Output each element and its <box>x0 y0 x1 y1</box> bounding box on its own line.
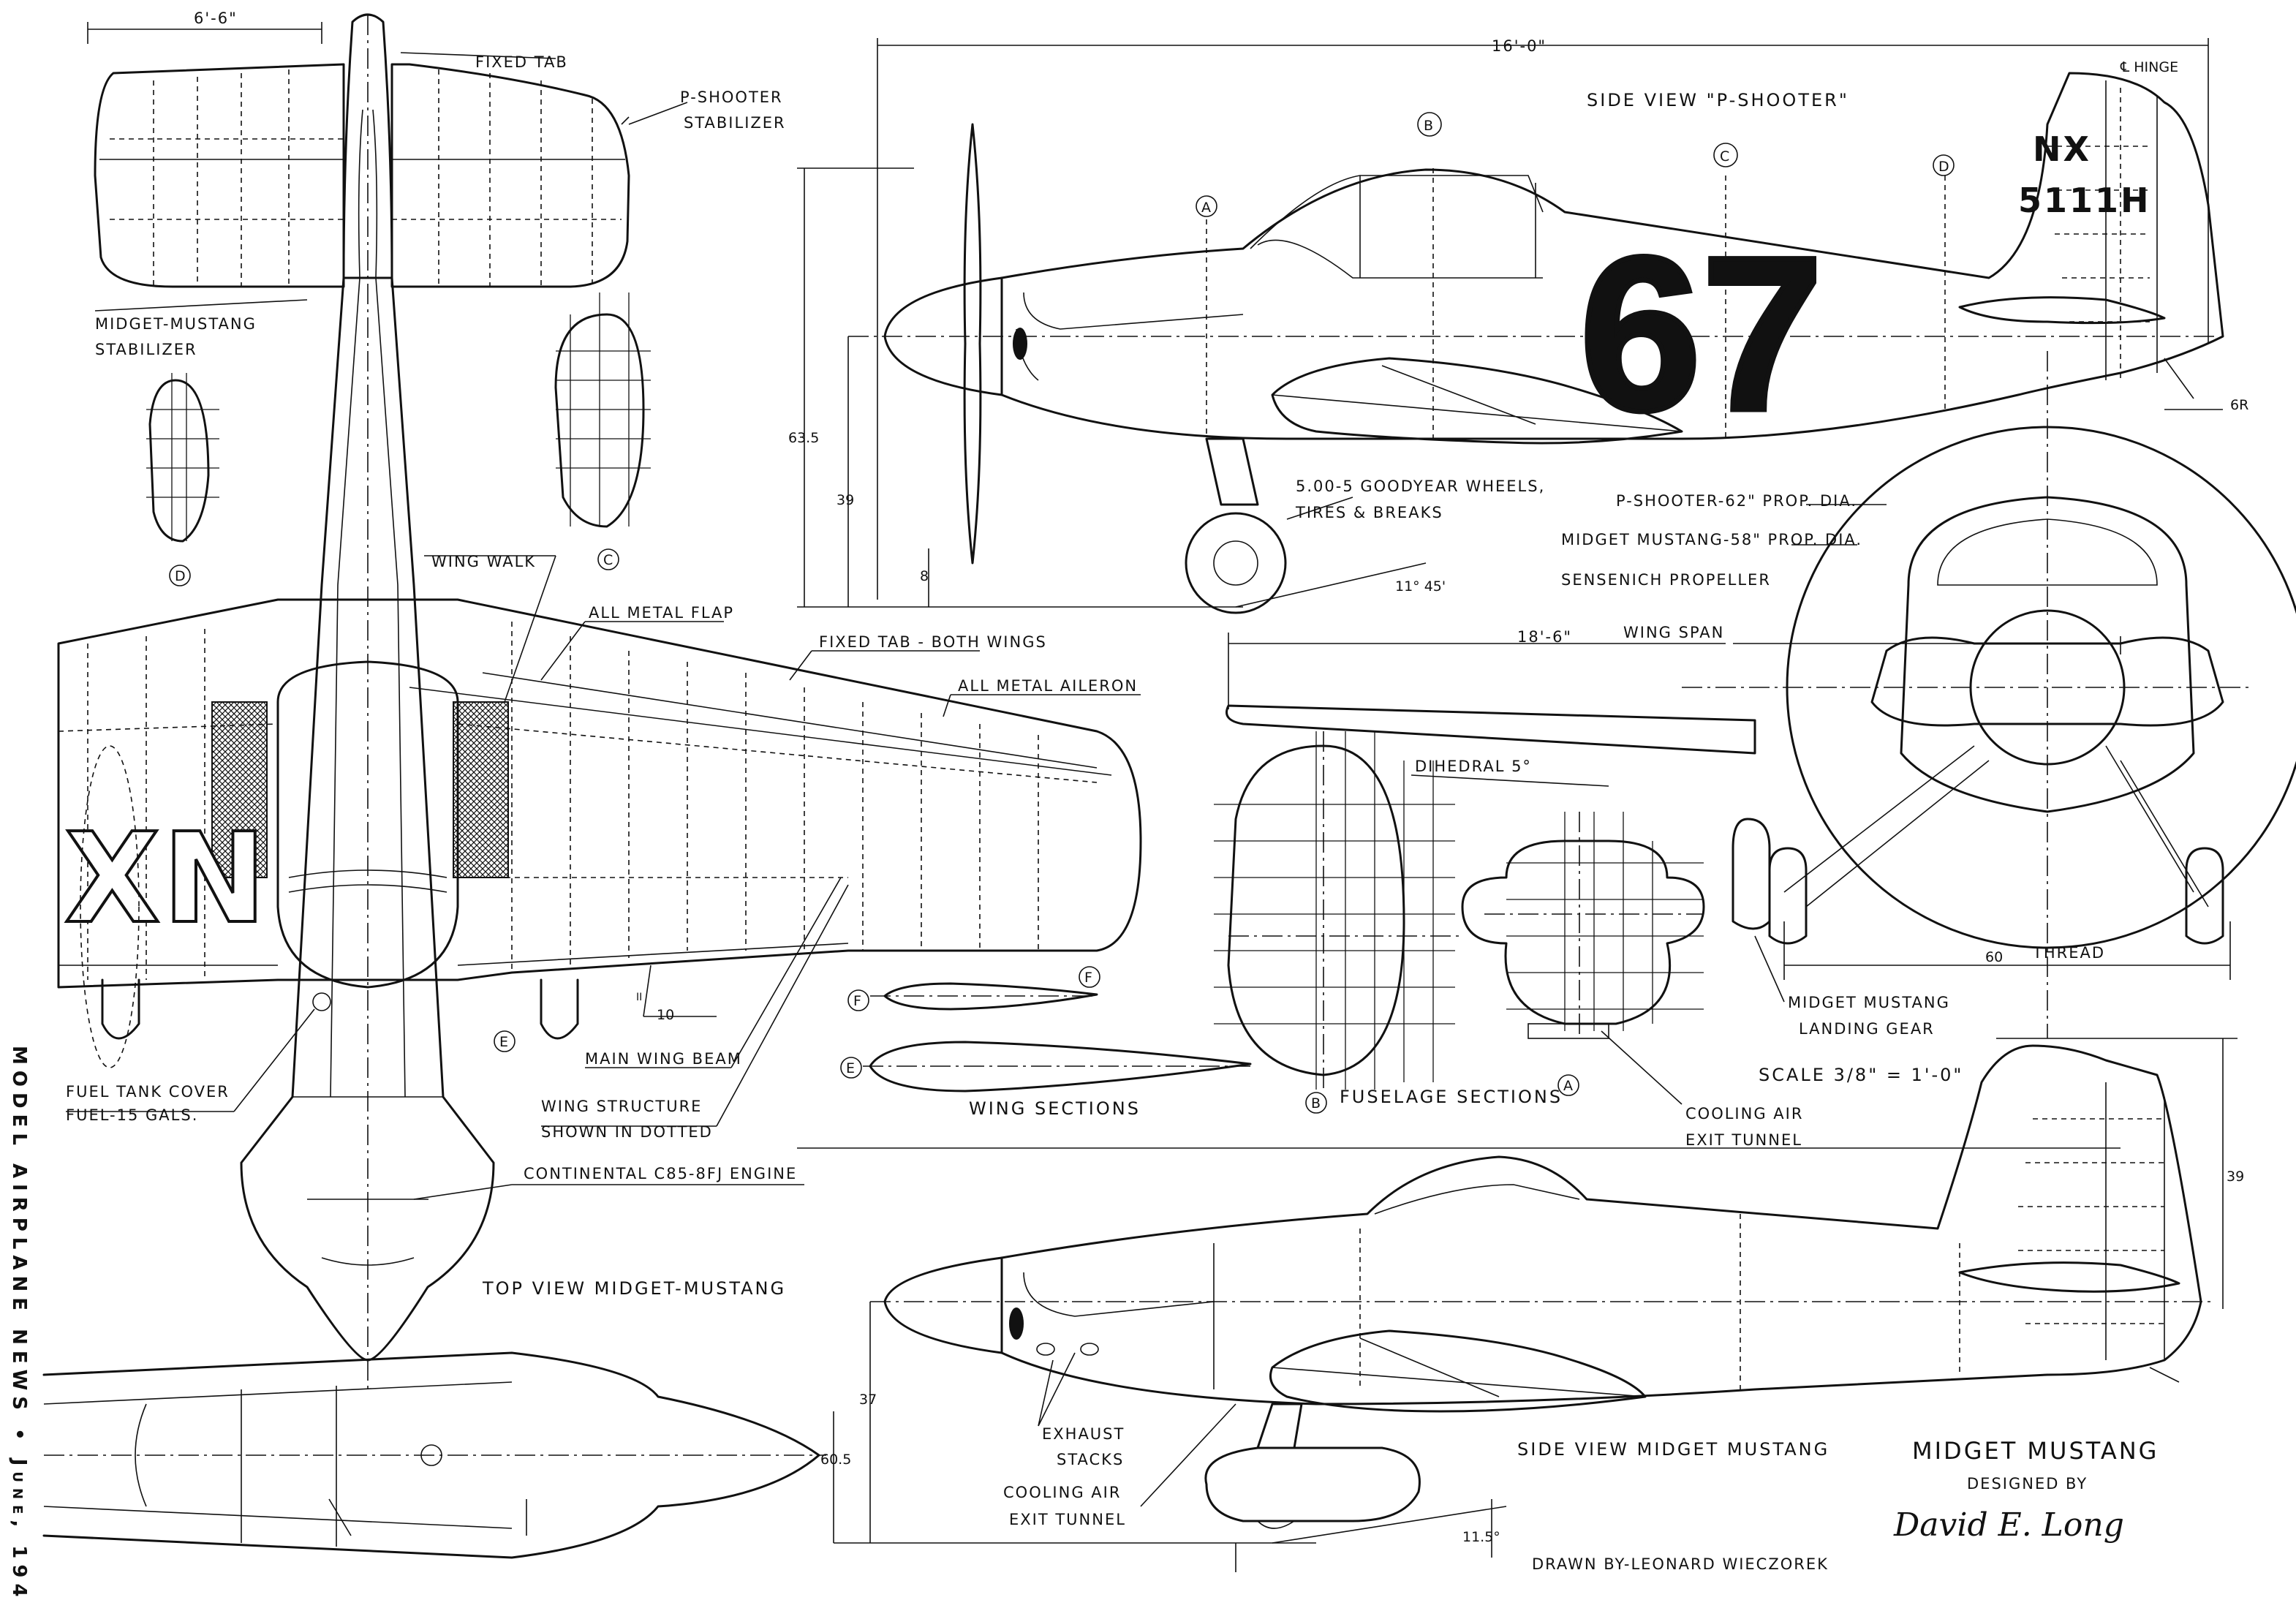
fuel-tank-label-1: FUEL TANK COVER <box>66 1083 230 1101</box>
scale-label: SCALE 3/8" = 1'-0" <box>1759 1065 1963 1085</box>
dihedral-label: DIHEDRAL 5° <box>1415 758 1532 775</box>
side-midget-title: SIDE VIEW MIDGET MUSTANG <box>1517 1439 1829 1460</box>
wing-span-label: WING SPAN <box>1623 624 1724 641</box>
margin-credit: MODEL AIRPLANE NEWS • June, 1949 <box>8 1046 30 1600</box>
p-axis-dim: 39 <box>837 492 854 508</box>
main-wing-beam-label: MAIN WING BEAM <box>585 1050 742 1068</box>
prop-midget: MIDGET MUSTANG-58" PROP. DIA. <box>1561 531 1862 548</box>
registration-nx: NX <box>2033 129 2091 169</box>
all-metal-aileron-label: ALL METAL AILERON <box>958 677 1138 695</box>
p-height-dim: 63.5 <box>788 430 819 446</box>
m-height-dim: 37 <box>859 1392 877 1408</box>
top-view: XN <box>42 13 1142 1559</box>
station-d-section: D <box>175 568 186 584</box>
fixed-tab-both-label: FIXED TAB - BOTH WINGS <box>819 633 1047 651</box>
labels: 6'-6" FIXED TAB P-SHOOTER STABILIZER MID… <box>8 10 2248 1600</box>
wing-span-dim: 18'-6" <box>1517 628 1572 646</box>
section-cooling-2: EXIT TUNNEL <box>1685 1131 1802 1149</box>
midget-stab-label-2: STABILIZER <box>95 341 197 358</box>
fuselage-length-dim: 16'-0" <box>1492 37 1547 55</box>
callout-leaders <box>66 102 1141 1200</box>
m-angle-dim: 11.5° <box>1462 1529 1500 1545</box>
station-a-section: A <box>1563 1078 1573 1094</box>
m-prop-dim: 60.5 <box>820 1452 851 1468</box>
race-number: 67 <box>1579 211 1824 456</box>
front-view <box>1226 351 2296 1038</box>
wing-walk-label: WING WALK <box>431 553 536 570</box>
station-e-wing: E <box>846 1060 855 1076</box>
fixed-tab-label: FIXED TAB <box>475 53 568 71</box>
stab-span-dim: 6'-6" <box>194 10 238 27</box>
station-f-wing: F <box>853 993 861 1009</box>
station-e-top: E <box>499 1034 508 1050</box>
wing-marking: XN <box>64 807 268 951</box>
section-drawings: C D B A F E F E <box>146 293 1705 1114</box>
station-c: C <box>1720 148 1729 165</box>
gear-label-1: MIDGET MUSTANG <box>1788 994 1950 1011</box>
station-b-section: B <box>1311 1095 1321 1112</box>
designed-by-label: DESIGNED BY <box>1967 1475 2088 1493</box>
fuel-cap-tag: II <box>636 992 642 1003</box>
thread-dim: 60 <box>1985 949 2003 965</box>
top-view-title: TOP VIEW MIDGET-MUSTANG <box>482 1278 786 1299</box>
prop-p-shooter: P-SHOOTER-62" PROP. DIA. <box>1616 492 1857 510</box>
wing-structure-label-2: SHOWN IN DOTTED <box>541 1123 713 1141</box>
p-angle-dim: 11° 45' <box>1395 578 1446 595</box>
m-tail-dim: 39 <box>2227 1169 2244 1185</box>
exhaust-label-2: STACKS <box>1057 1451 1124 1468</box>
station-d: D <box>1938 159 1949 175</box>
side-view-midget-mustang <box>797 1038 2238 1572</box>
section-cooling-1: COOLING AIR <box>1685 1105 1803 1122</box>
hinge-label: ℄ HINGE <box>2120 59 2178 75</box>
wheels-label-1: 5.00-5 GOODYEAR WHEELS, <box>1296 478 1545 495</box>
wheels-label-2: TIRES & BREAKS <box>1295 504 1443 521</box>
exhaust-label-1: EXHAUST <box>1042 1425 1125 1443</box>
drawn-by-label: DRAWN BY-LEONARD WIECZOREK <box>1532 1555 1829 1573</box>
tail-radius-dim: 6R <box>2230 397 2248 413</box>
thread-label: THREAD <box>2032 944 2105 962</box>
station-a: A <box>1201 200 1211 216</box>
engine-label: CONTINENTAL C85-8FJ ENGINE <box>524 1165 797 1182</box>
registration-number: 5111H <box>2018 181 2151 220</box>
title-block-name: MIDGET MUSTANG <box>1912 1437 2159 1465</box>
station-f-top: F <box>1084 970 1092 986</box>
all-metal-flap-label: ALL METAL FLAP <box>589 604 734 622</box>
p-shooter-stab-label-1: P-SHOOTER <box>680 88 783 106</box>
wing-sections-title: WING SECTIONS <box>969 1098 1141 1119</box>
midget-stab-label-1: MIDGET-MUSTANG <box>95 315 257 333</box>
wing-structure-label-1: WING STRUCTURE <box>541 1098 702 1115</box>
m-cooling-1: COOLING AIR <box>1003 1484 1121 1501</box>
fuselage-sections-title: FUSELAGE SECTIONS <box>1340 1087 1563 1107</box>
side-p-shooter-title: SIDE VIEW "P-SHOOTER" <box>1587 90 1849 110</box>
station-c-section: C <box>603 552 613 568</box>
m-cooling-2: EXIT TUNNEL <box>1009 1511 1126 1528</box>
station-b: B <box>1424 118 1433 134</box>
tab-dim: 10 <box>657 1007 674 1023</box>
side-view-p-shooter: 67 NX 5111H A B C D <box>797 38 2224 614</box>
p-shooter-stab-label-2: STABILIZER <box>684 114 786 132</box>
prop-maker: SENSENICH PROPELLER <box>1561 571 1771 589</box>
gear-label-2: LANDING GEAR <box>1799 1020 1935 1038</box>
fuel-tank-label-2: FUEL-15 GALS. <box>66 1106 198 1124</box>
p-ground-dim: 8 <box>920 568 929 584</box>
designer-signature: David E. Long <box>1893 1506 2124 1544</box>
